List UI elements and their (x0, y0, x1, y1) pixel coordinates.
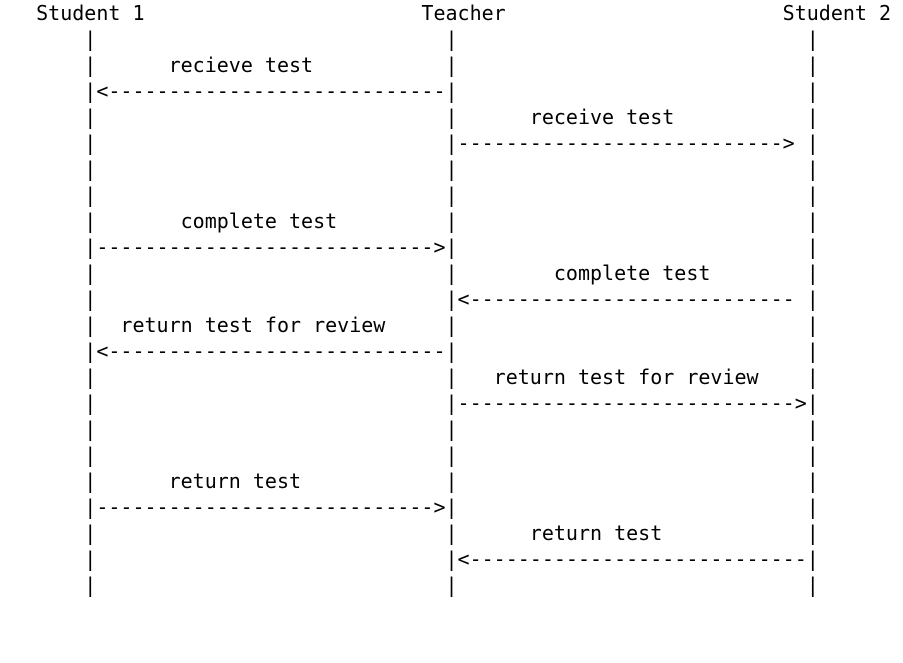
diagram-row: | |<--------------------------- | (0, 287, 819, 311)
diagram-row: | |---------------------------> | (0, 131, 819, 155)
participant-header-row: Student 1 Teacher Student 2 (0, 1, 892, 25)
diagram-row: |<----------------------------| | (0, 79, 819, 103)
diagram-row: | | | (0, 443, 819, 467)
diagram-row: |<----------------------------| | (0, 339, 819, 363)
diagram-row: | | | (0, 573, 819, 597)
diagram-row: |---------------------------->| | (0, 495, 819, 519)
diagram-row: | | receive test | (0, 105, 819, 129)
diagram-row: | |---------------------------->| (0, 391, 819, 415)
diagram-row: | return test | | (0, 469, 819, 493)
diagram-row: | | | (0, 157, 819, 181)
diagram-row: | | return test for review | (0, 365, 819, 389)
diagram-row: | | return test | (0, 521, 819, 545)
diagram-row: | | | (0, 417, 819, 441)
diagram-row: | | complete test | (0, 261, 819, 285)
diagram-row: | | | (0, 27, 819, 51)
diagram-row: | |<----------------------------| (0, 547, 819, 571)
diagram-row: | return test for review | | (0, 313, 819, 337)
diagram-row: | recieve test | | (0, 53, 819, 77)
diagram-row: | complete test | | (0, 209, 819, 233)
diagram-row: | | | (0, 183, 819, 207)
diagram-row: |---------------------------->| | (0, 235, 819, 259)
